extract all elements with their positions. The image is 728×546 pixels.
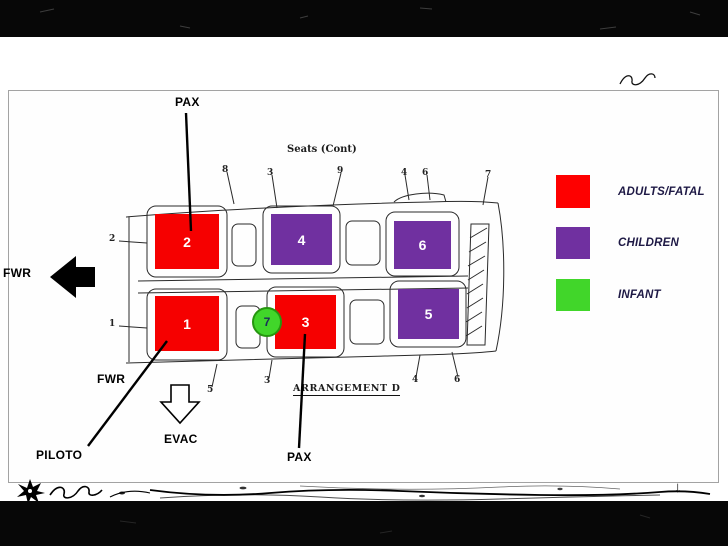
legend-item-adults: ADULTS/FATAL [556, 175, 705, 208]
seat-6-number: 6 [418, 237, 427, 253]
pax-top-label: PAX [175, 95, 200, 109]
seat-5-number: 5 [424, 306, 433, 322]
scribble-decoration [619, 73, 656, 86]
callout-number: 7 [485, 170, 492, 180]
evac-label: EVAC [164, 432, 198, 446]
callout-number: 6 [454, 375, 461, 385]
fwr-inner-label: FWR [97, 372, 126, 386]
legend-label-adults: ADULTS/FATAL [618, 185, 705, 198]
seat-4-number: 4 [297, 231, 306, 248]
legend-swatch-children [556, 227, 590, 259]
seat-4: 4 [271, 214, 332, 265]
callout-number: 5 [207, 385, 214, 395]
callout-number: 4 [412, 375, 419, 385]
seat-2: 2 [155, 214, 219, 269]
top-bar-texture [39, 7, 701, 30]
callout-number: 4 [401, 168, 408, 178]
scan-title: Seats (Cont) [287, 144, 357, 155]
callout-number: 6 [422, 168, 429, 178]
seat-7-number: 7 [263, 315, 271, 329]
pax-bottom-label: PAX [287, 450, 312, 464]
seat-3: 3 [275, 295, 336, 349]
seat-1: 1 [155, 296, 219, 351]
seat-2-number: 2 [183, 233, 191, 250]
bottom-bar-texture [119, 514, 651, 534]
legend-label-infant: INFANT [618, 289, 661, 301]
callout-number: 9 [337, 166, 344, 176]
legend-swatch-adults [556, 175, 590, 208]
legend-item-children: CHILDREN [556, 227, 679, 259]
legend-label-children: CHILDREN [618, 237, 680, 249]
callout-number: 3 [264, 376, 271, 386]
callout-number: 1 [109, 319, 116, 329]
piloto-label: PILOTO [36, 448, 83, 462]
callout-number: 2 [109, 234, 116, 244]
down-arrow-icon: ↓ [674, 479, 682, 496]
fwr-left-label: FWR [3, 266, 32, 280]
seat-5: 5 [398, 289, 459, 339]
seat-7-infant: 7 [252, 307, 282, 337]
arrangement-label: ARRANGEMENT D [293, 383, 401, 396]
seat-3-number: 3 [301, 314, 310, 330]
seat-1-number: 1 [183, 315, 191, 332]
seat-6: 6 [394, 221, 451, 269]
callout-number: 3 [267, 168, 274, 178]
legend-item-infant: INFANT [556, 279, 661, 311]
top-black-bar [0, 0, 728, 37]
legend-swatch-infant [556, 279, 590, 311]
callout-number: 8 [222, 165, 229, 175]
bottom-black-bar [0, 501, 728, 546]
